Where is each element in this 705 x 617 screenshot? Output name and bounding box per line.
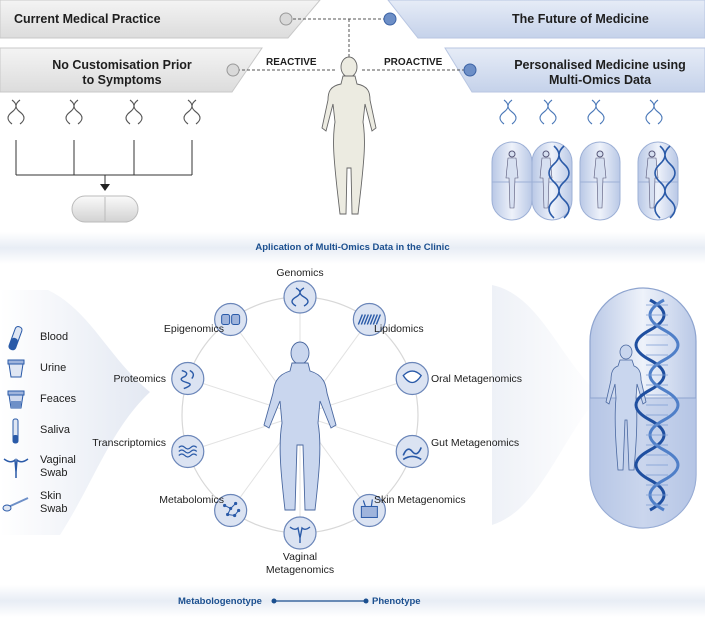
omics-human-figure	[263, 341, 337, 511]
output-funnel	[492, 285, 600, 525]
omics-label-text: Vaginal	[282, 551, 318, 563]
genotype-phenotype-connector	[271, 598, 369, 604]
left-subtitle-panel	[0, 47, 263, 93]
right-title-panel	[387, 0, 705, 39]
omics-label-text: Lipidomics	[374, 323, 424, 335]
sample-funnel	[0, 290, 150, 535]
no-customisation-label: No Customisation Prior to Symptoms	[40, 58, 204, 88]
merge-tree-lines	[15, 140, 193, 185]
personalised-medicine-label: Personalised Medicine using Multi-Omics …	[500, 58, 700, 88]
chromatin-icon	[214, 302, 248, 337]
personalised-capsule	[491, 99, 533, 221]
omics-label-text: Genomics	[276, 267, 324, 279]
omics-label-text: Gut Metagenomics	[431, 437, 520, 449]
omics-label-text: Epigenomics	[163, 323, 224, 335]
personalised-capsule	[637, 99, 679, 221]
omics-label-text: Proteomics	[113, 373, 166, 385]
omics-label-gut-metagenomics: Gut Metagenomics	[431, 437, 551, 450]
omics-label-epigenomics: Epigenomics	[104, 323, 224, 336]
left-title-panel	[0, 0, 321, 39]
sample-label-urine: Urine	[40, 362, 66, 375]
no-customisation-line2: to Symptoms	[82, 73, 162, 87]
personalised-line2: Multi-Omics Data	[548, 73, 652, 87]
no-customisation-line1: No Customisation Prior	[52, 58, 192, 72]
human-figure-center	[321, 56, 377, 215]
omics-label-proteomics: Proteomics	[46, 373, 166, 386]
protein-icon	[171, 361, 205, 396]
right-subtitle-panel	[444, 47, 705, 93]
omics-label-text: Skin Metagenomics	[374, 494, 466, 506]
sample-label-text-2: Swab	[40, 467, 68, 479]
molecule-network-icon	[214, 493, 248, 528]
left-sub-node-dot	[226, 63, 240, 77]
mouth-icon	[395, 361, 429, 396]
omics-label-transcriptomics: Transcriptomics	[46, 437, 166, 450]
current-practice-title: Current Medical Practice	[14, 12, 161, 26]
omics-label-lipidomics: Lipidomics	[374, 323, 494, 336]
personalised-capsule	[579, 99, 621, 221]
clinic-band-title: Aplication of Multi-Omics Data in the Cl…	[255, 242, 450, 253]
sample-label-text-2: Swab	[40, 503, 68, 515]
left-node-dot	[279, 12, 293, 26]
omics-label-text: Metabolomics	[159, 494, 224, 506]
swab-icon	[2, 497, 29, 512]
omics-label-skin-metagenomics: Skin Metagenomics	[374, 494, 494, 507]
sample-label-text: Urine	[40, 362, 67, 374]
generic-pill-icon	[71, 195, 139, 223]
lipid-bilayer-icon	[352, 302, 386, 337]
omics-label-text: Transcriptomics	[92, 437, 166, 449]
personalised-line1: Personalised Medicine using	[514, 58, 686, 72]
omics-label-metabolomics: Metabolomics	[104, 494, 224, 507]
future-medicine-title: The Future of Medicine	[512, 12, 649, 26]
feces-container-icon	[7, 390, 25, 409]
omics-label-oral-metagenomics: Oral Metagenomics	[431, 373, 551, 386]
uterus-icon	[3, 458, 29, 478]
omics-label-text-2: Metagenomics	[265, 564, 335, 576]
current-dna-group	[7, 99, 201, 125]
sample-label-blood: Blood	[40, 331, 68, 344]
omics-label-genomics: Genomics	[272, 267, 328, 280]
gut-icon	[395, 434, 429, 469]
top-connectors	[232, 18, 470, 71]
wave-icon	[171, 434, 205, 469]
phenotype-label: Phenotype	[372, 596, 421, 607]
sample-label-text: Vaginal	[40, 454, 76, 466]
saliva-tube-icon	[12, 418, 19, 444]
metabologenotype-label: Metabologenotype	[178, 596, 262, 607]
right-node-dot	[383, 12, 397, 26]
sample-label-text: Skin	[40, 490, 62, 502]
sample-label-feaces: Feaces	[40, 393, 76, 406]
sample-label-saliva: Saliva	[40, 424, 70, 437]
output-capsule	[589, 287, 697, 529]
dna-icon	[283, 280, 317, 314]
proactive-label: PROACTIVE	[384, 57, 443, 68]
blood-tube-icon	[8, 326, 23, 351]
sample-label-text: Saliva	[40, 424, 70, 436]
omics-wheel	[171, 280, 429, 550]
skin-layers-icon	[352, 493, 386, 528]
personalised-capsule-group	[491, 99, 679, 221]
merge-arrow-icon	[100, 184, 110, 191]
right-sub-node-dot	[463, 63, 477, 77]
personalised-capsule	[531, 99, 573, 221]
reactive-label: REACTIVE	[266, 57, 317, 68]
clinic-band	[0, 232, 705, 264]
urine-cup-icon	[7, 359, 25, 378]
sample-label-text: Blood	[40, 331, 69, 343]
omics-label-text: Oral Metagenomics	[431, 373, 523, 385]
uterus-icon	[283, 516, 317, 550]
sample-label-text: Feaces	[40, 393, 77, 405]
